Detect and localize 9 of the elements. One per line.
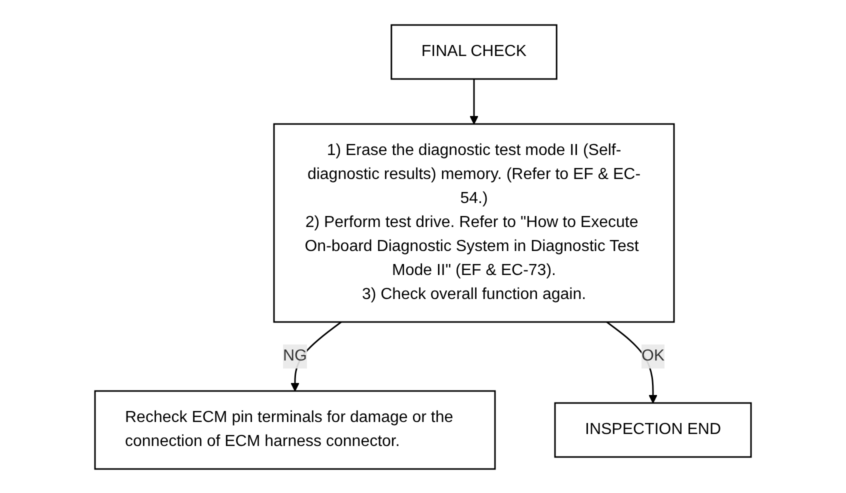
edge-label: OK (641, 347, 665, 364)
arrow (470, 78, 478, 124)
arrow (606, 320, 658, 403)
arrow (290, 320, 342, 391)
node-box: 1) Erase the diagnostic test mode II (Self-diagnostic results) memory. (Refer to EF & EC-54.) 2) Perform test drive. Refer to "How to Execute On-board Diagnostic System in Diagnostic Test Mode II" (EF & EC-73). 3) Check overall function again. (273, 122, 675, 322)
node-box: INSPECTION END (554, 402, 752, 458)
node-box: Recheck ECM pin terminals for damage or the connection of ECM harness connector. (94, 390, 496, 470)
node-box: FINAL CHECK (390, 24, 558, 80)
edge-label: NG (282, 347, 307, 364)
